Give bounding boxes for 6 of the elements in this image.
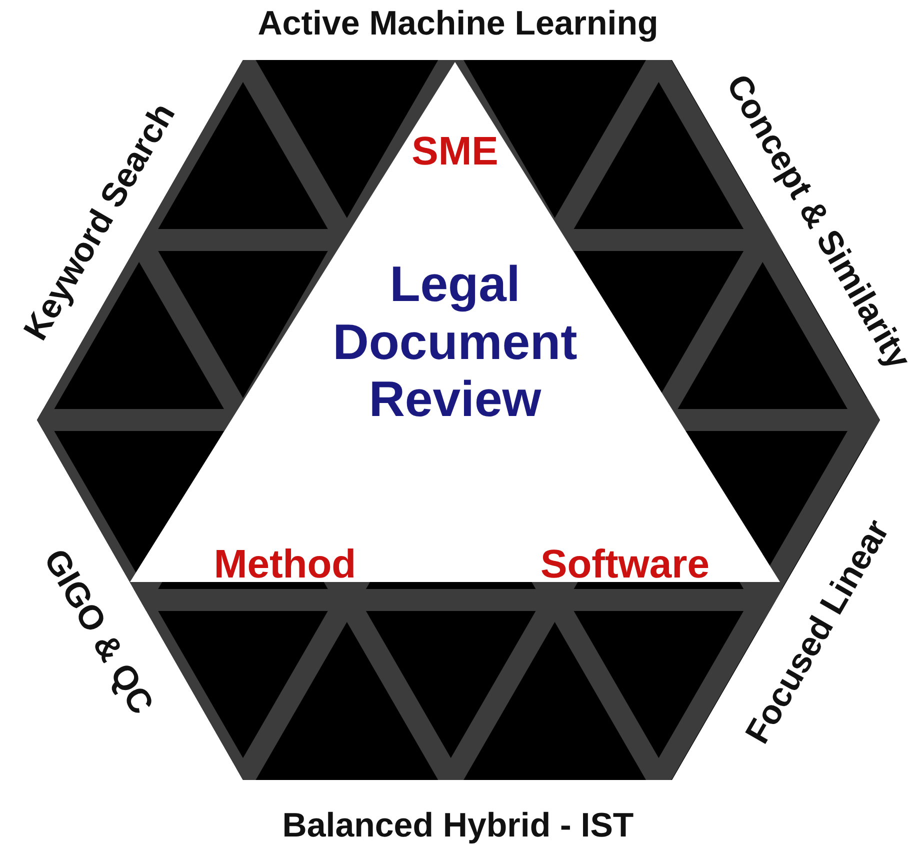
corner-label: SME xyxy=(412,130,498,174)
side-label: Active Machine Learning xyxy=(258,4,658,44)
corner-label: Method xyxy=(214,542,356,588)
corner-label: Software xyxy=(540,542,710,588)
center-title: Legal Document Review xyxy=(332,256,578,428)
side-label: Balanced Hybrid - IST xyxy=(282,806,634,846)
